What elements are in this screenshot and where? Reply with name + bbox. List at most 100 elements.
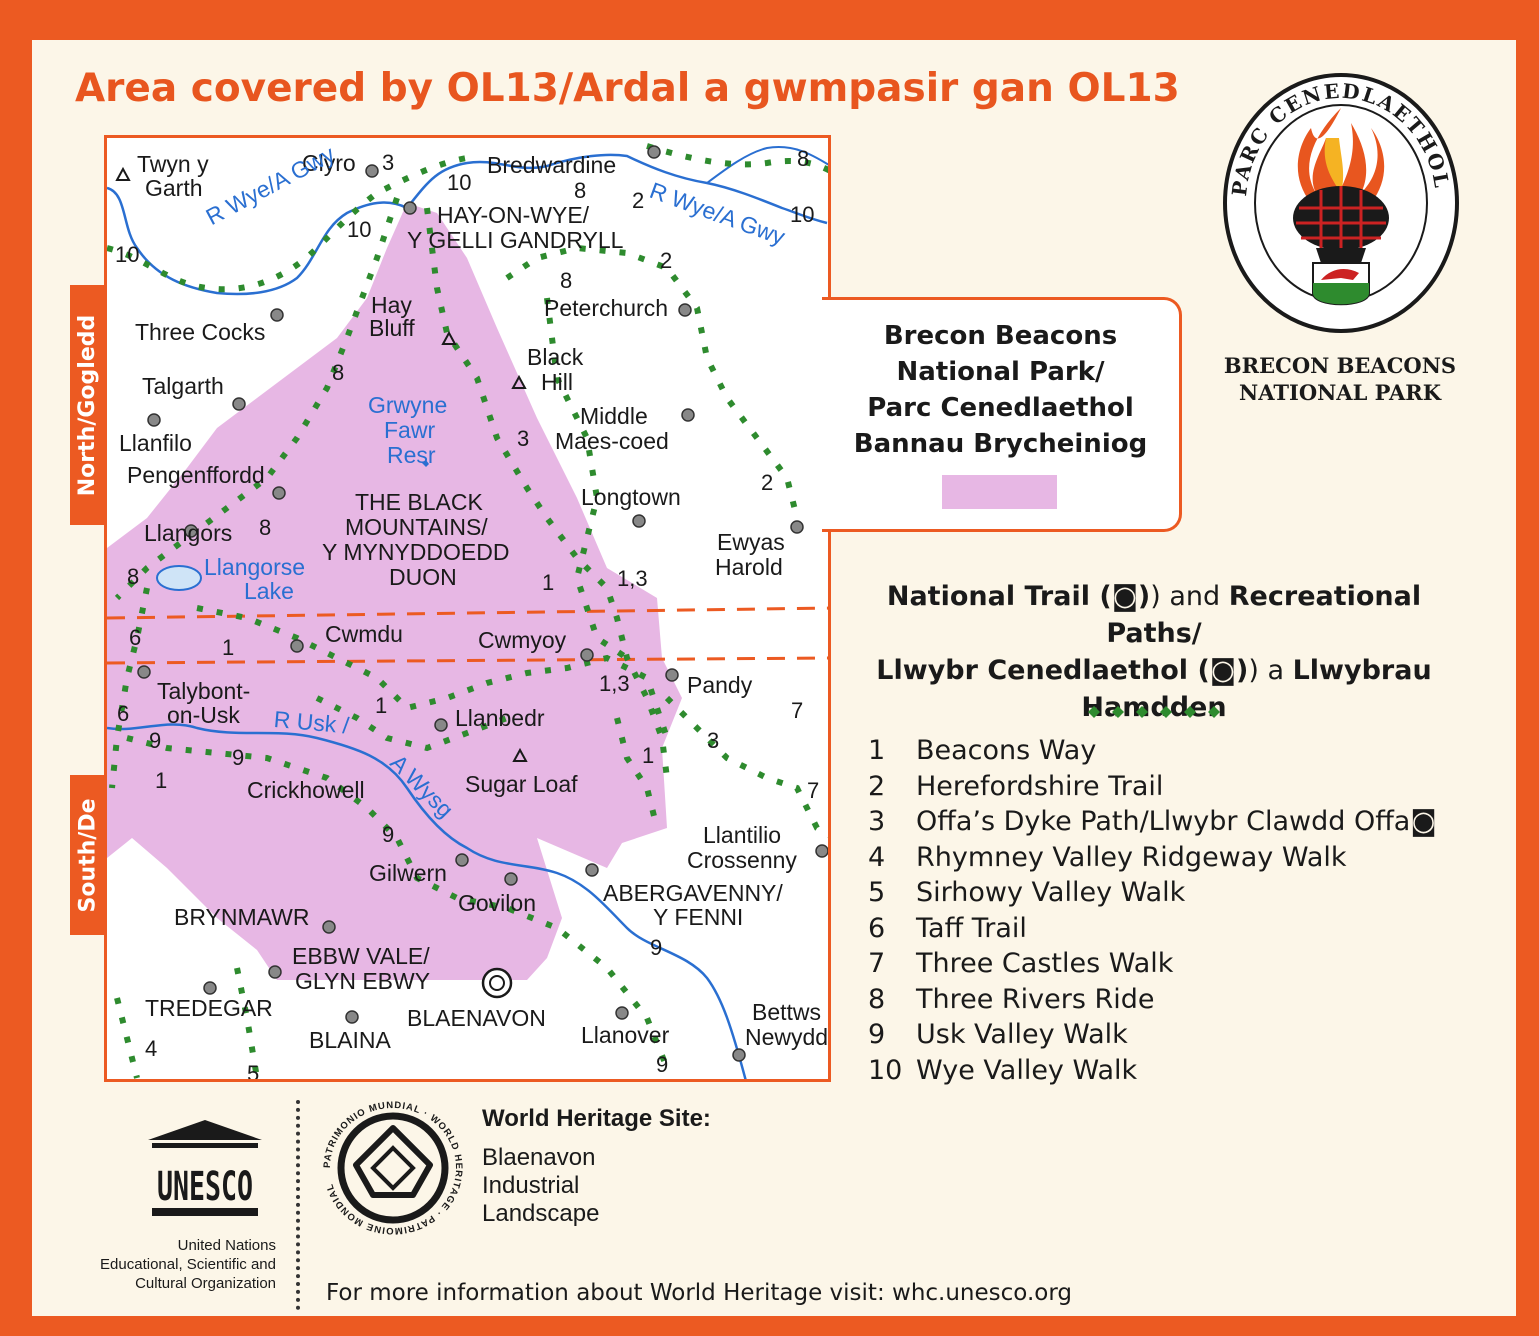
path-num: 9 [650,935,663,960]
unesco-caption-3: Cultural Organization [135,1275,276,1292]
label-brynmawr: BRYNMAWR [174,904,310,930]
path-num: 1 [222,635,235,660]
label-crickhowell: Crickhowell [247,777,365,803]
dot-talybont [137,665,151,679]
park-legend-line: National Park/ [896,357,1105,387]
label-black-hill-1: Black [527,344,584,370]
label-twyn-y-garth-2: Garth [145,175,203,201]
dot-abergavenny [585,863,599,877]
north-tab: North/Gogledd [70,285,106,525]
label-clyro: Clyro [302,150,356,176]
label-pandy: Pandy [687,672,753,698]
label-hay-1: HAY-ON-WYE/ [437,202,590,228]
badge-caption-1: BRECON BEACONS [1223,353,1457,378]
path-num: 7 [807,778,820,803]
label-llangorse-1: Llangorse [204,554,306,580]
path-three-rivers-ride [114,197,400,601]
label-grwyne-3: Resr [387,442,436,468]
river-wye-north [706,146,828,184]
path-rhymney [114,997,140,1079]
label-govilon: Govilon [458,890,536,916]
dot-blaina [345,1010,359,1024]
paths-legend-title: National Trail (◙)) and Recreational Pat… [876,581,1432,723]
unesco-temple-icon: UNESCO [148,1120,262,1216]
whs-map-symbol [481,967,513,999]
label-hay-2: Y GELLI GANDRYLL [407,227,624,253]
whs-site-name: Blaenavon Industrial Landscape [482,1144,599,1228]
path-num: 8 [560,268,573,293]
path-link-2 [614,717,660,829]
label-hay-bluff-1: Hay [371,292,412,318]
paths-title-c: Recreational Paths/ [1106,581,1422,649]
overlap-line-north [107,606,828,620]
path-num: 6 [129,625,142,650]
national-park-badge-icon: PARC CENEDLAETHOL [1223,73,1459,333]
north-tab-label: North/Gogledd [75,314,101,496]
label-bettws-1: Bettws [752,999,822,1025]
path-link-1 [315,695,509,752]
park-legend-line: Brecon Beacons [883,321,1118,351]
path-num: 8 [127,564,140,589]
path-num: 10 [347,217,372,242]
world-heritage-emblem-icon: PATRIMONIO MUNDIAL · WORLD HERITAGE · PA… [322,1100,463,1235]
path-num: 2 [761,470,774,495]
label-sugar-loaf: Sugar Loaf [465,771,578,797]
dot-clyro [365,164,379,178]
label-black-mountains-3: Y MYNYDDOEDD [322,539,510,565]
path-usk-valley-walk [126,735,670,1070]
label-middle-2: Maes-coed [555,428,669,454]
path-offas-dyke [424,207,670,779]
label-blaina: BLAINA [309,1027,391,1053]
path-num: 8 [259,515,272,540]
path-symbol-sample [1088,706,1220,718]
park-legend-title: Brecon Beacons National Park/ Parc Cened… [822,318,1179,462]
dot-tredegar [203,981,217,995]
label-grwyne-2: Fawr [384,417,436,443]
more-info-text: For more information about World Heritag… [326,1280,1072,1306]
park-legend-line: Bannau Brycheiniog [853,429,1148,459]
dot-llangors [184,524,198,538]
label-llantilio-2: Crossenny [687,847,797,873]
path-num: 10 [115,242,140,267]
label-pengenffordd: Pengenffordd [127,462,265,488]
label-llanover: Llanover [581,1022,670,1048]
whs-site-line: Industrial [482,1172,580,1199]
label-cwmyoy: Cwmyoy [478,627,567,653]
badge-caption: BRECON BEACONS NATIONAL PARK [1200,352,1480,406]
south-tab-label: South/De [75,797,101,913]
dot-llanbedr [434,718,448,732]
label-llangors: Llangors [144,520,233,546]
label-hay-bluff-2: Bluff [369,315,415,341]
label-ewyas-2: Harold [715,554,783,580]
dot-hay [403,201,417,215]
label-talybont-1: Talybont- [157,678,251,704]
summit-hay-bluff [441,330,457,345]
path-num: 2 [632,188,645,213]
unesco-caption-2: Educational, Scientific and [100,1256,276,1273]
path-num: 8 [574,178,587,203]
paths-title-f: Llwybrau [1292,655,1432,686]
park-legend-box: Brecon Beacons National Park/ Parc Cened… [822,297,1182,532]
label-longtown: Longtown [581,484,681,510]
label-abergavenny-1: ABERGAVENNY/ [603,880,783,906]
path-herefordshire-trail [505,244,800,519]
dot-llanover [615,1006,629,1020]
path-num: 1,3 [599,671,630,696]
path-num: 9 [382,822,395,847]
paths-title-a: National Trail ( [886,581,1112,612]
label-black-mountains-1: THE BLACK [355,489,483,515]
path-num: 8 [332,360,345,385]
dot-govilon [504,872,518,886]
dot-ebbw [268,965,282,979]
national-park-area [107,203,682,980]
dot-peterchurch [678,303,692,317]
badge-caption-2: NATIONAL PARK [1239,380,1441,405]
dot-cwmyoy [580,648,594,662]
path-num: 4 [145,1036,158,1061]
